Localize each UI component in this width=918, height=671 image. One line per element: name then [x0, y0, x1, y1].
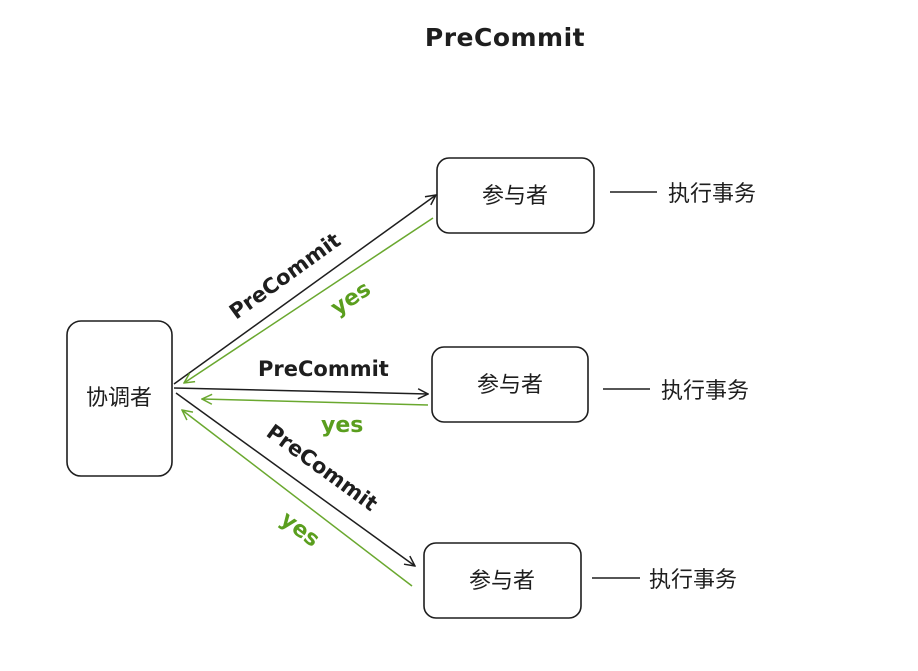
participant-action-2: 执行事务 — [661, 379, 749, 404]
participant-action-3: 执行事务 — [649, 568, 737, 593]
participant-label-3: 参与者 — [469, 569, 535, 594]
response-arrow-2 — [202, 399, 429, 406]
response-arrow-1 — [184, 217, 434, 383]
participant-node-1: 参与者 — [436, 157, 595, 234]
request-arrow-1 — [173, 195, 436, 385]
participant-label-2: 参与者 — [477, 373, 543, 398]
participant-label-1: 参与者 — [482, 184, 548, 209]
coordinator-label: 协调者 — [86, 386, 152, 411]
request-arrow-2 — [173, 387, 428, 394]
request-label-1: PreCommit — [225, 228, 345, 324]
participant-action-1: 执行事务 — [668, 182, 756, 207]
coordinator-node: 协调者 — [66, 320, 173, 477]
request-label-2: PreCommit — [258, 357, 389, 381]
response-arrow-3 — [182, 410, 413, 587]
response-label-2: yes — [321, 413, 363, 438]
participant-node-2: 参与者 — [431, 346, 589, 423]
participant-node-3: 参与者 — [423, 542, 582, 619]
request-arrow-3 — [175, 392, 415, 566]
diagram-title: PreCommit — [425, 23, 585, 52]
